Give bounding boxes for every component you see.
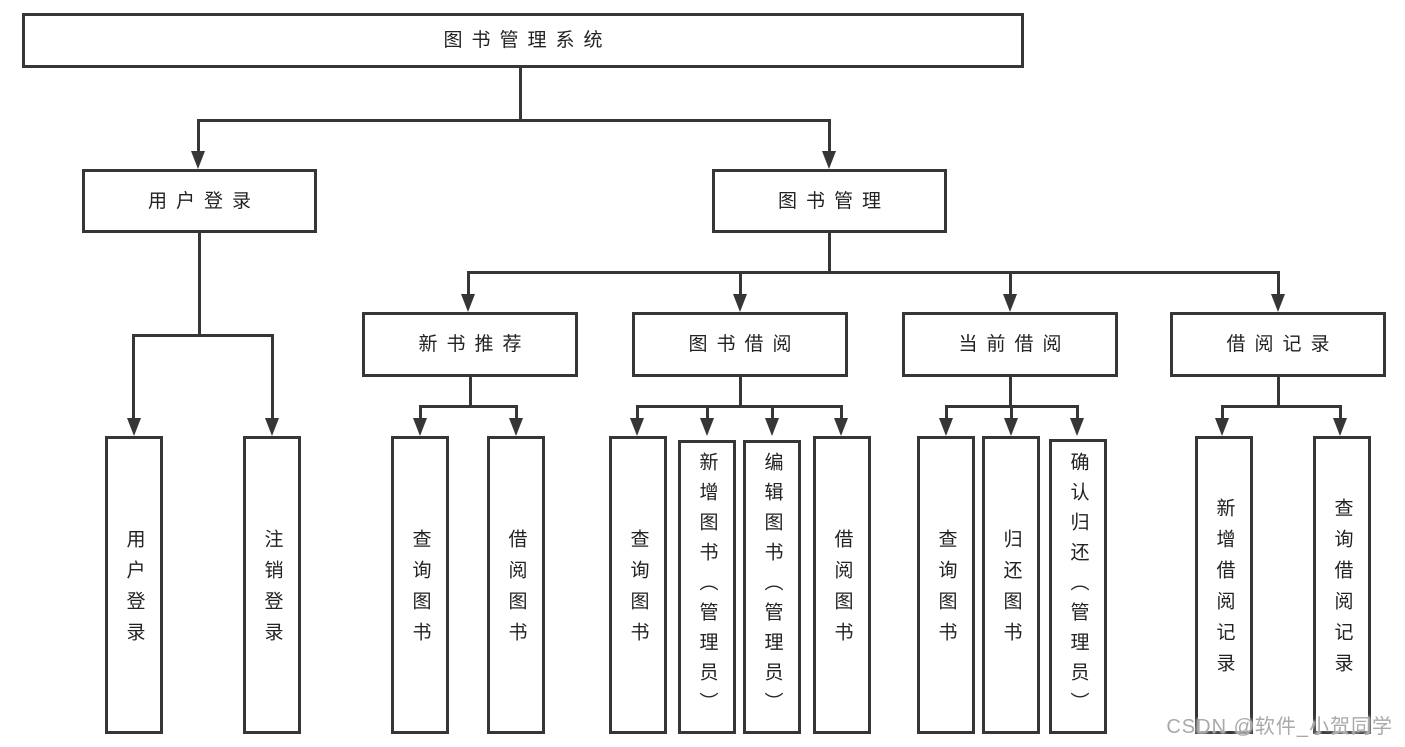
leaf-add-borrow-record: 新增借阅记录 (1195, 436, 1253, 734)
arrowhead-icon (1215, 418, 1229, 436)
node-book-borrow-label: 图书借阅 (688, 334, 801, 355)
leaf-confirm-return-admin-label: 确认归还（管理员） (1067, 451, 1089, 722)
leaf-query-borrow-record: 查询借阅记录 (1313, 436, 1371, 734)
edge-line (132, 334, 135, 422)
leaf-query-book-3-label: 查询图书 (935, 529, 957, 653)
leaf-query-book-1-label: 查询图书 (409, 529, 431, 653)
edge-line (828, 119, 831, 155)
node-root-label: 图书管理系统 (443, 30, 612, 51)
node-borrow-record: 借阅记录 (1170, 312, 1386, 377)
node-root: 图书管理系统 (22, 13, 1024, 68)
leaf-query-book-3: 查询图书 (917, 436, 975, 734)
node-book-borrow: 图书借阅 (632, 312, 848, 377)
edge-line (945, 405, 948, 421)
leaf-add-borrow-record-label: 新增借阅记录 (1213, 498, 1235, 684)
arrowhead-icon (191, 151, 205, 169)
node-book-management-label: 图书管理 (777, 190, 890, 212)
leaf-query-book-1: 查询图书 (391, 436, 449, 734)
leaf-return-book-label: 归还图书 (1000, 529, 1022, 653)
edge-line (198, 231, 201, 337)
leaf-query-borrow-record-label: 查询借阅记录 (1331, 498, 1353, 684)
edge-line (419, 405, 422, 421)
edge-line (271, 334, 274, 422)
node-borrow-record-label: 借阅记录 (1226, 334, 1339, 355)
arrowhead-icon (733, 294, 747, 312)
leaf-edit-book-admin-label: 编辑图书（管理员） (761, 452, 783, 722)
edge-line (1009, 375, 1012, 408)
edge-line (739, 271, 742, 297)
edge-line (515, 405, 518, 421)
node-current-borrow-label: 当前借阅 (958, 334, 1071, 355)
leaf-return-book: 归还图书 (982, 436, 1040, 734)
edge-line (636, 405, 639, 421)
arrowhead-icon (939, 418, 953, 436)
edge-line (1009, 271, 1012, 297)
leaf-logout-label: 注销登录 (261, 529, 283, 653)
leaf-user-login-label: 用户登录 (123, 529, 145, 653)
leaf-edit-book-admin: 编辑图书（管理员） (743, 440, 801, 734)
edge-line (519, 66, 522, 122)
arrowhead-icon (1333, 418, 1347, 436)
leaf-user-login: 用户登录 (105, 436, 163, 734)
arrowhead-icon (413, 418, 427, 436)
arrowhead-icon (1271, 294, 1285, 312)
edge-line (1076, 405, 1079, 421)
arrowhead-icon (834, 418, 848, 436)
leaf-borrow-book-2: 借阅图书 (813, 436, 871, 734)
edge-line (771, 405, 774, 421)
arrowhead-icon (822, 151, 836, 169)
edge-line (1221, 405, 1224, 421)
edge-line (467, 271, 1280, 274)
leaf-logout: 注销登录 (243, 436, 301, 734)
edge-line (469, 375, 472, 408)
leaf-borrow-book-1-label: 借阅图书 (505, 529, 527, 653)
leaf-query-book-2: 查询图书 (609, 436, 667, 734)
edge-line (739, 375, 742, 408)
edge-line (1339, 405, 1342, 421)
edge-line (419, 405, 518, 408)
arrowhead-icon (700, 418, 714, 436)
arrowhead-icon (630, 418, 644, 436)
edge-line (132, 334, 274, 337)
arrowhead-icon (1004, 418, 1018, 436)
edge-line (1277, 271, 1280, 297)
arrowhead-icon (765, 418, 779, 436)
leaf-borrow-book-2-label: 借阅图书 (831, 529, 853, 653)
watermark-text: CSDN @软件_小贺同学 (1166, 716, 1393, 738)
edge-line (828, 231, 831, 274)
leaf-query-book-2-label: 查询图书 (627, 529, 649, 653)
arrowhead-icon (265, 418, 279, 436)
edge-line (1277, 375, 1280, 408)
node-new-book-recommend-label: 新书推荐 (418, 334, 531, 355)
edge-line (197, 119, 831, 122)
arrowhead-icon (1003, 294, 1017, 312)
leaf-confirm-return-admin: 确认归还（管理员） (1049, 439, 1107, 734)
node-book-management: 图书管理 (712, 169, 947, 233)
leaf-add-book-admin: 新增图书（管理员） (678, 440, 736, 734)
node-new-book-recommend: 新书推荐 (362, 312, 578, 377)
leaf-borrow-book-1: 借阅图书 (487, 436, 545, 734)
edge-line (467, 271, 470, 297)
node-user-login-label: 用户登录 (147, 190, 260, 212)
arrowhead-icon (1070, 418, 1084, 436)
node-current-borrow: 当前借阅 (902, 312, 1118, 377)
edge-line (1221, 405, 1342, 408)
edge-line (1010, 405, 1013, 421)
edge-line (840, 405, 843, 421)
node-user-login: 用户登录 (82, 169, 317, 233)
arrowhead-icon (461, 294, 475, 312)
leaf-add-book-admin-label: 新增图书（管理员） (696, 452, 718, 722)
edge-line (197, 119, 200, 155)
edge-line (636, 405, 843, 408)
arrowhead-icon (509, 418, 523, 436)
edge-line (706, 405, 709, 421)
arrowhead-icon (127, 418, 141, 436)
